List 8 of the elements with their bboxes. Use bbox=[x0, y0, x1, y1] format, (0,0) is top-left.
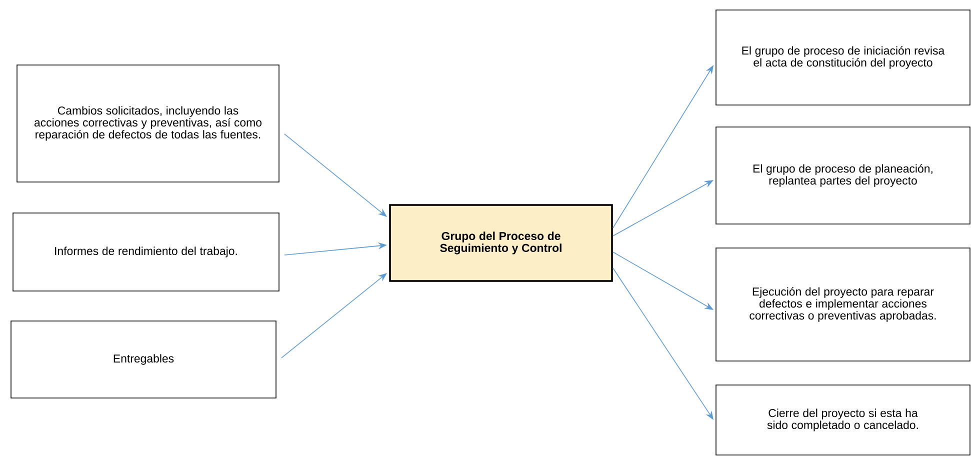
text-box: Cierre del proyecto si esta ha sido completado o cancelado. bbox=[716, 384, 970, 456]
text-box: El grupo de proceso de planeación, replantea partes del proyecto bbox=[716, 126, 970, 224]
text-box: Informes de rendimiento del trabajo. bbox=[12, 212, 280, 292]
text-box: El grupo de proceso de iniciación revisa el acta de constitución del proyecto bbox=[716, 10, 970, 106]
text-box: Cambios solicitados, incluyendo las acciones correctivas y preventivas, así como reparación de defectos de todas las fuentes. bbox=[16, 64, 280, 182]
text-box: Ejecución del proyecto para reparar defectos e implementar acciones correctivas o preventivas aprobadas. bbox=[716, 248, 970, 362]
text-box: Entregables bbox=[10, 320, 276, 398]
process-box: Grupo del Proceso de Seguimiento y Control bbox=[389, 204, 613, 282]
